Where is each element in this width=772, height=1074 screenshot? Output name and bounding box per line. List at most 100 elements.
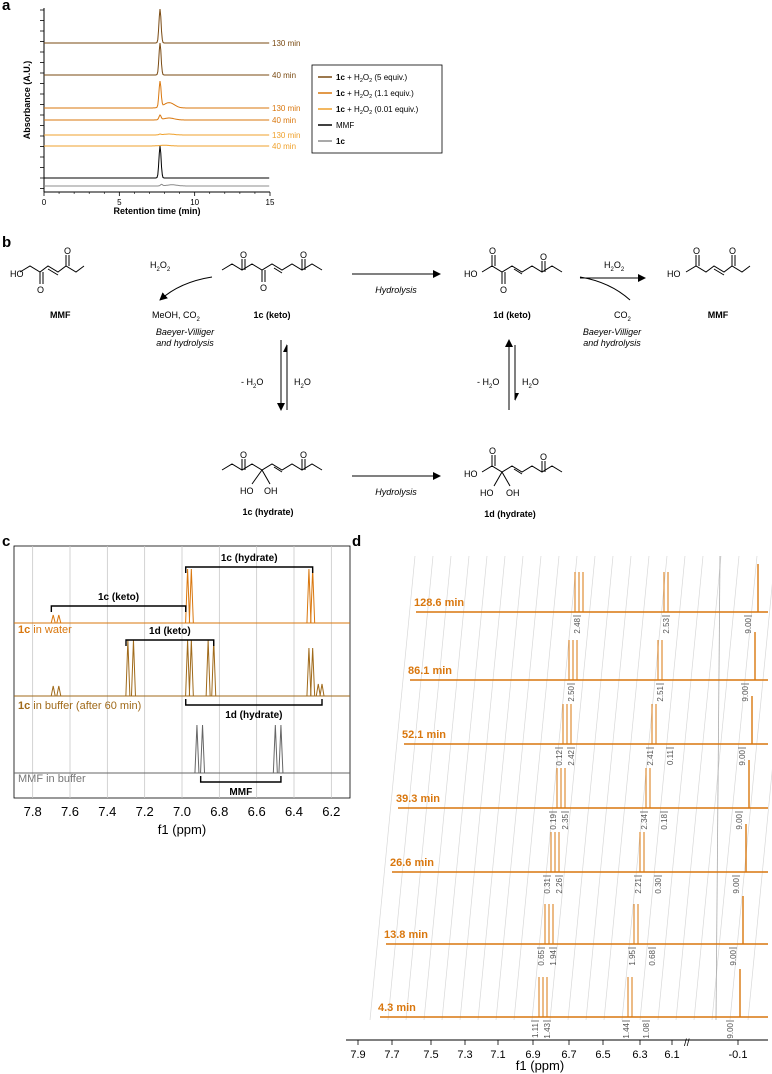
label-1d-keto: 1d (keto) xyxy=(493,310,531,320)
grid-line xyxy=(567,555,614,1021)
assignment-bracket xyxy=(50,605,187,612)
nmr-peak xyxy=(319,683,325,697)
reaction-scheme: HO O O MMF H2O2 MeOH, CO2 Baeyer-Villige… xyxy=(10,246,751,519)
grid-lines xyxy=(32,546,332,798)
axis-break-line xyxy=(715,555,721,1021)
x-tick-label: 6.2 xyxy=(322,804,340,819)
x-tick-label: 7.1 xyxy=(490,1049,505,1061)
x-tick-label: 15 xyxy=(266,198,275,207)
integral-value: 2.50 xyxy=(567,685,576,701)
integral-value: 9.00 xyxy=(738,749,747,765)
integral-value: 1.44 xyxy=(622,1022,631,1038)
legend-entry: 1c + H2O2 (1.1 equiv.) xyxy=(336,89,414,100)
mmf-o-label-2: O xyxy=(64,246,71,256)
integral-value: 9.00 xyxy=(744,617,753,633)
nmr-peak xyxy=(200,724,206,774)
integral-value: 2.35 xyxy=(561,813,570,829)
d-keto-o2: O xyxy=(500,285,507,295)
h2o2-left: H2O2 xyxy=(150,260,171,273)
spectra-baselines xyxy=(14,622,350,774)
legend-entry: 1c xyxy=(336,137,345,146)
x-tick-label: 7.5 xyxy=(423,1049,438,1061)
mmf-right-ho: HO xyxy=(667,269,681,279)
nmr-peak xyxy=(188,568,194,624)
hydrolysis-top: Hydrolysis xyxy=(375,285,417,295)
bv-label-left-2: and hydrolysis xyxy=(156,338,214,348)
grid-line xyxy=(621,555,668,1021)
nmr-peak xyxy=(310,568,316,624)
keto-o1: O xyxy=(240,250,247,260)
x-tick-label: 6.8 xyxy=(210,804,228,819)
d-keto-ho: HO xyxy=(464,269,478,279)
integral-value: 2.26 xyxy=(555,877,564,893)
nmr-peak xyxy=(188,639,194,697)
nmr-peak xyxy=(56,685,62,697)
grid-line xyxy=(387,555,434,1021)
chromatogram-trace xyxy=(44,114,270,121)
integral-value: 2.48 xyxy=(573,617,582,633)
timepoint-label: 13.8 min xyxy=(384,929,428,941)
grid-line xyxy=(711,555,758,1021)
label-mmf-buffer: MMF in buffer xyxy=(18,773,86,785)
trace-time-label: 40 min xyxy=(272,142,296,151)
hydrolysis-bottom: Hydrolysis xyxy=(375,487,417,497)
integral-value: 1.95 xyxy=(628,949,637,965)
d-hyd-ho1: HO xyxy=(464,469,478,479)
nmr-peak xyxy=(310,647,316,697)
h2o2-right: H2O2 xyxy=(604,260,625,273)
x-axis-label-c: f1 (ppm) xyxy=(158,822,206,837)
integral-value: 0.12 xyxy=(555,749,564,765)
timepoint-label: 39.3 min xyxy=(396,793,440,805)
d-keto-o1: O xyxy=(489,246,496,256)
assignment-brackets: 1c (hydrate)1c (keto)1d (keto)1d (hydrat… xyxy=(50,553,323,798)
legend-entry: 1c + H2O2 (0.01 equiv.) xyxy=(336,105,419,116)
arrow-bv-right-a xyxy=(579,276,631,301)
chromatogram-trace xyxy=(44,8,270,44)
integral-value: 0.11 xyxy=(666,749,675,765)
mmf-left-label: MMF xyxy=(50,310,71,320)
x-tick-label: -0.1 xyxy=(729,1049,748,1061)
x-tick-label: 7.8 xyxy=(24,804,42,819)
nmr-peak xyxy=(205,639,211,697)
x-tick-label: 6.3 xyxy=(632,1049,647,1061)
arrow-bv-left xyxy=(159,276,213,301)
x-tick-label: 7.7 xyxy=(384,1049,399,1061)
grid-line xyxy=(423,555,470,1021)
bv-label-right-1: Baeyer-Villiger xyxy=(583,327,642,337)
grid-line xyxy=(369,555,416,1021)
panel-label-c: c xyxy=(2,533,10,550)
bv-label-right-2: and hydrolysis xyxy=(583,338,641,348)
co2-right: CO2 xyxy=(614,310,632,323)
integral-value: 1.11 xyxy=(531,1022,540,1038)
nmr-peak xyxy=(306,647,312,697)
structure-mmf-right xyxy=(685,255,751,276)
nmr-peak xyxy=(50,685,56,697)
grid-line xyxy=(729,583,772,1021)
mmf-o-label-1: O xyxy=(37,285,44,295)
x-tick-label: 10 xyxy=(190,198,199,207)
grid-line xyxy=(405,555,452,1021)
y-axis-ticks xyxy=(40,9,44,189)
minus-h2o-right: - H2O xyxy=(477,377,499,390)
integral-value: 9.00 xyxy=(732,877,741,893)
label-1d-hydrate: 1d (hydrate) xyxy=(484,509,536,519)
hyd-o1: O xyxy=(240,450,247,460)
grid-line xyxy=(639,555,686,1021)
chromatogram-trace xyxy=(44,133,270,136)
axis-break: // xyxy=(684,1038,690,1049)
x-tick-label: 0 xyxy=(42,198,47,207)
grid-line xyxy=(477,555,524,1021)
timepoint-label: 26.6 min xyxy=(390,857,434,869)
chromatogram-trace xyxy=(44,81,270,109)
timepoint-label: 52.1 min xyxy=(402,729,446,741)
mmf-right-o1: O xyxy=(693,246,700,256)
label-1c-water: 1c in water xyxy=(18,624,72,636)
